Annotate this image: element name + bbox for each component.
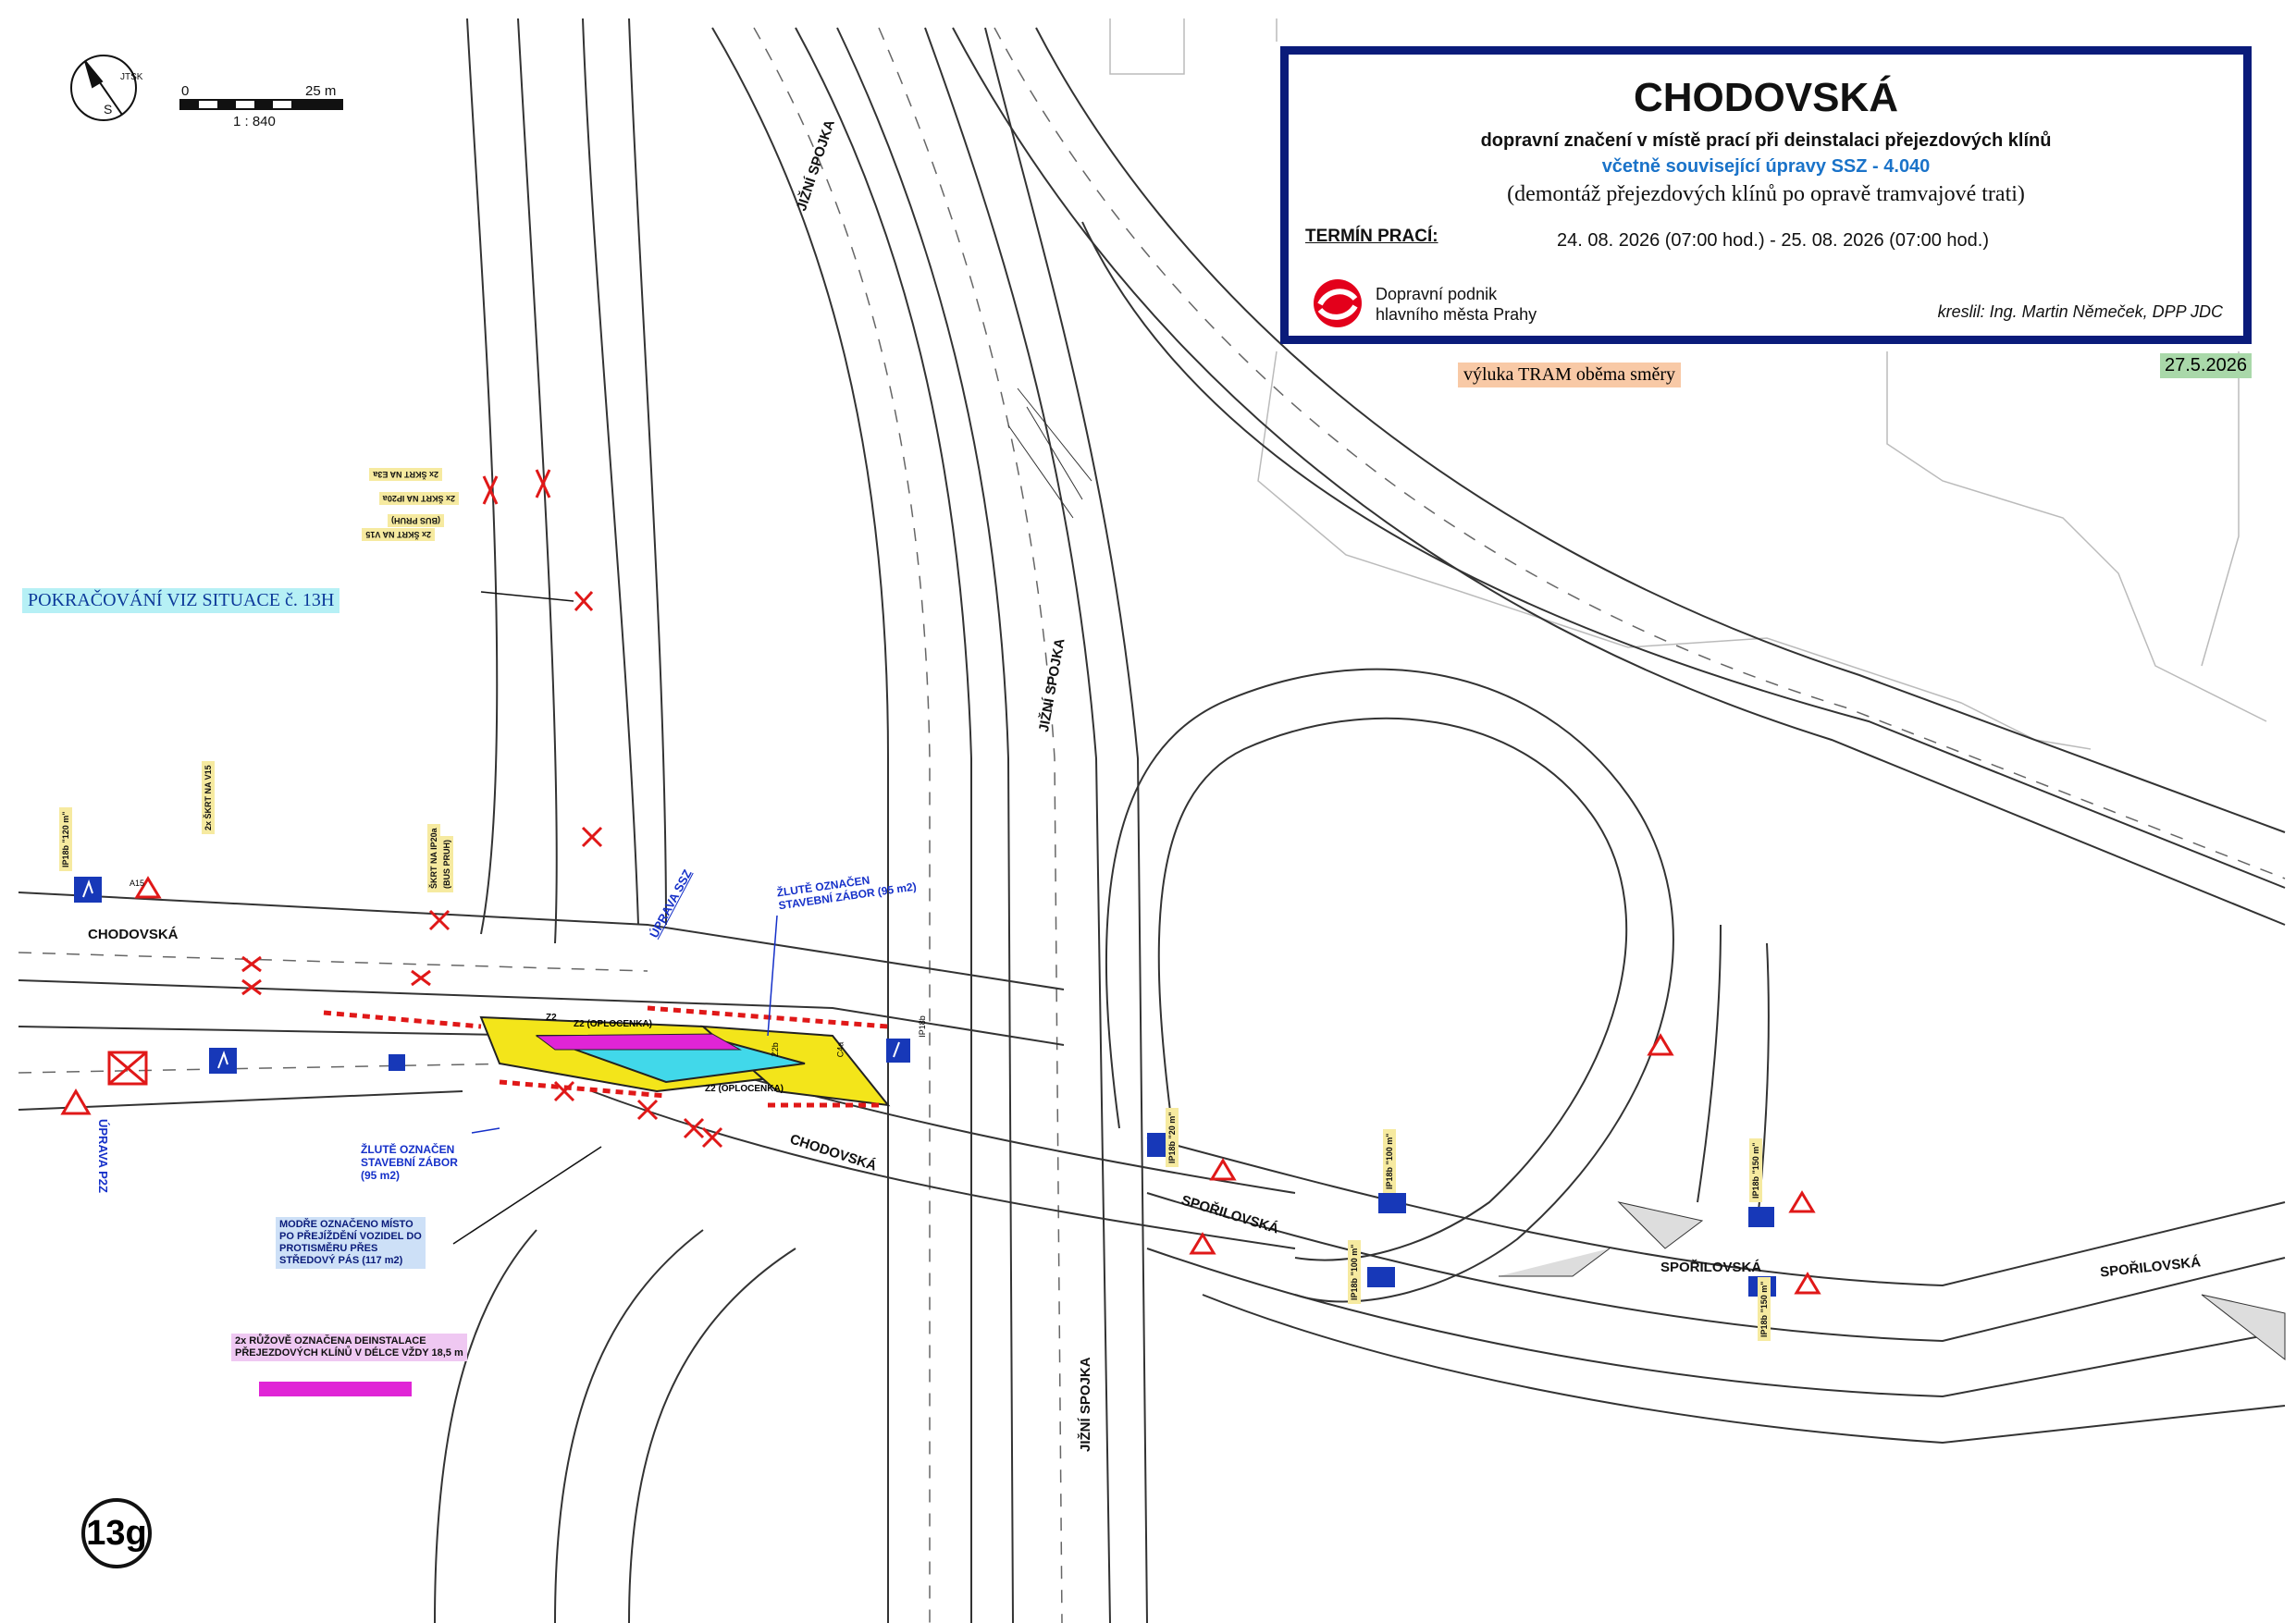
sign-ip18b-120-label: IP18b "120 m" bbox=[59, 807, 72, 871]
continuation-note: POKRAČOVÁNÍ VIZ SITUACE č. 13H bbox=[22, 588, 340, 613]
red-crosses bbox=[241, 469, 723, 1149]
road-sporilovska bbox=[1146, 1137, 2286, 1445]
north-arrow-s: S bbox=[104, 102, 113, 117]
yellow-zone-note-bottom-line-3: (95 m2) bbox=[361, 1169, 401, 1182]
road-northwest bbox=[466, 18, 667, 944]
crossed-sign-left bbox=[107, 1051, 148, 1086]
fence-label-2: Z2 (OPLOCENKA) bbox=[705, 1084, 784, 1094]
building-outlines bbox=[1109, 18, 2267, 750]
north-arrow-icon bbox=[70, 55, 137, 121]
sign-ip18b-150-label-a: IP18b "150 m" bbox=[1749, 1138, 1762, 1202]
sign-ip18b-20-label: IP18b "20 m" bbox=[1166, 1108, 1179, 1167]
blue-zone-note-line-4: STŘEDOVÝ PÁS (117 m2) bbox=[279, 1255, 403, 1266]
leader-lines bbox=[471, 915, 778, 1134]
plan-subtitle: dopravní značení v místě prací při deins… bbox=[1480, 130, 2052, 151]
blue-zone-note-line-1: MODŘE OZNAČENO MÍSTO bbox=[279, 1219, 414, 1230]
scale-bar bbox=[179, 99, 343, 110]
strike-v15-label-a: 2x ŠKRT NA V15 bbox=[202, 761, 215, 834]
org-line-2: hlavního města Prahy bbox=[1376, 305, 1537, 324]
sign-ip18b-100-label-a: IP18b "100 m" bbox=[1383, 1129, 1396, 1193]
strike-v15-label-b: 2x ŠKRT NA V15 bbox=[362, 528, 435, 541]
pink-legend-bar bbox=[259, 1382, 412, 1396]
sheet-number: 13g bbox=[81, 1498, 152, 1568]
scale-end: 25 m bbox=[305, 83, 337, 99]
term-label: TERMÍN PRACÍ: bbox=[1305, 227, 1438, 246]
street-jizni-spojka-south: JIŽNÍ SPOJKA bbox=[1078, 1357, 1093, 1452]
author: kreslil: Ing. Martin Němeček, DPP JDC bbox=[1937, 302, 2223, 321]
street-sporilovska-mid: SPOŘILOVSKÁ bbox=[1660, 1260, 1762, 1275]
dpp-logo-icon bbox=[1314, 279, 1362, 327]
closure-note: výluka TRAM oběma směry bbox=[1458, 363, 1682, 387]
p2z-adjustment-label: ÚPRAVA P2Z bbox=[96, 1119, 110, 1193]
plan-subtitle-blue: včetně související úpravy SSZ - 4.040 bbox=[1601, 156, 1931, 177]
plan-description: (demontáž přejezdových klínů po opravě t… bbox=[1507, 182, 2025, 206]
yellow-zone-note-bottom-line-1: ŽLUTĚ OZNAČEN bbox=[361, 1143, 455, 1156]
road-southwest-ramp bbox=[434, 1229, 796, 1623]
blue-zone-note: MODŘE OZNAČENO MÍSTO PO PŘEJÍŽDĚNÍ VOZID… bbox=[276, 1217, 426, 1269]
title-block: CHODOVSKÁ dopravní značení v místě prací… bbox=[1280, 46, 2252, 344]
yellow-zone-note-bottom: ŽLUTĚ OZNAČEN STAVEBNÍ ZÁBOR (95 m2) bbox=[361, 1143, 458, 1182]
org-line-1: Dopravní podnik bbox=[1376, 285, 1498, 303]
plan-date: 27.5.2026 bbox=[2160, 353, 2252, 378]
term-value: 24. 08. 2026 (07:00 hod.) - 25. 08. 2026… bbox=[1557, 230, 1990, 251]
bus-lane-label-b: (BUS PRUH) bbox=[440, 836, 453, 892]
strike-ip20a-label: 2x ŠKRT NA IP20a bbox=[378, 492, 459, 505]
scale-ratio: 1 : 840 bbox=[233, 114, 276, 129]
road-ramp-northeast bbox=[952, 27, 2286, 926]
pink-zone bbox=[535, 1033, 742, 1051]
hatched-islands bbox=[1007, 387, 2286, 1361]
road-jizni-spojka bbox=[711, 27, 1148, 1623]
strike-e3a-label: 2x ŠKRT NA E3a bbox=[369, 468, 442, 481]
yellow-zone-note-bottom-line-2: STAVEBNÍ ZÁBOR bbox=[361, 1156, 458, 1169]
blue-zone-note-line-2: PO PŘEJÍŽDĚNÍ VOZIDEL DO bbox=[279, 1231, 422, 1242]
sign-c4a-label: C4a bbox=[835, 1041, 846, 1058]
pink-zone-note-line-2: PŘEJEZDOVÝCH KLÍNŮ V DÉLCE VŽDY 18,5 m bbox=[235, 1347, 463, 1359]
z2b-label: Z2b bbox=[770, 1042, 780, 1057]
street-chodovska-west: CHODOVSKÁ bbox=[88, 927, 179, 942]
org-name: Dopravní podnik hlavního města Prahy bbox=[1376, 284, 1537, 325]
barriers bbox=[323, 1005, 889, 1108]
sign-ip18b-100-label-b: IP18b "100 m" bbox=[1348, 1240, 1361, 1304]
north-arrow-label: JTSK bbox=[120, 72, 143, 82]
pink-zone-note-line-1: 2x RŮŽOVĚ OZNAČENA DEINSTALACE bbox=[235, 1335, 426, 1346]
sign-a15-label: A15 bbox=[130, 879, 145, 888]
fence-label-1: Z2 (OPLOCENKA) bbox=[574, 1019, 652, 1029]
warning-triangles bbox=[60, 876, 1821, 1295]
blue-zone-note-line-3: PROTISMĚRU PŘES bbox=[279, 1243, 378, 1254]
sign-ip18b-label: IP18b bbox=[917, 1015, 927, 1038]
plan-title: CHODOVSKÁ bbox=[1633, 75, 1899, 120]
scale-start: 0 bbox=[181, 83, 190, 99]
z2-label: Z2 bbox=[546, 1013, 557, 1023]
pink-zone-note: 2x RŮŽOVĚ OZNAČENA DEINSTALACE PŘEJEZDOV… bbox=[231, 1334, 467, 1361]
bus-lane-label: (BUS PRUH) bbox=[388, 514, 444, 527]
strike-ip20a-label-b: ŠKRT NA IP20a bbox=[427, 824, 440, 892]
sign-ip18b-150-label-b: IP18b "150 m" bbox=[1758, 1277, 1771, 1341]
